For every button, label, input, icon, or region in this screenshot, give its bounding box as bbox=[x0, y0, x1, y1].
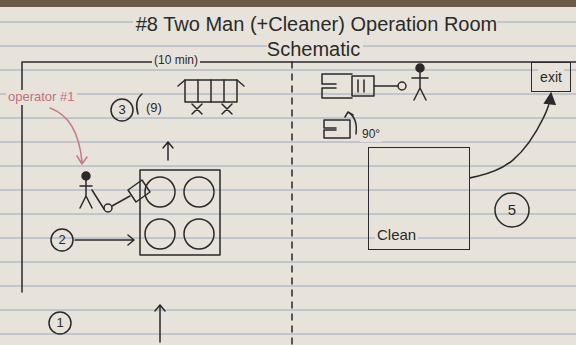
cleaning-area: Clean bbox=[368, 147, 470, 250]
count-note: (9) bbox=[144, 101, 164, 116]
rotation-note: 90° bbox=[360, 128, 382, 142]
title-text: #8 Two Man (+Cleaner) Operation Room Sch… bbox=[133, 13, 497, 60]
exit-arrow bbox=[470, 93, 551, 178]
callout-number: 3 bbox=[116, 103, 127, 118]
operator-label: operator #1 bbox=[6, 90, 77, 105]
callout-number: 2 bbox=[56, 233, 67, 248]
time-note: (10 min) bbox=[152, 54, 200, 68]
exit-door: exit bbox=[531, 62, 571, 92]
node-text: Clean bbox=[375, 226, 418, 243]
callout-number: 1 bbox=[54, 316, 65, 331]
node-text: exit bbox=[538, 69, 564, 85]
callout-number: 5 bbox=[506, 201, 518, 218]
